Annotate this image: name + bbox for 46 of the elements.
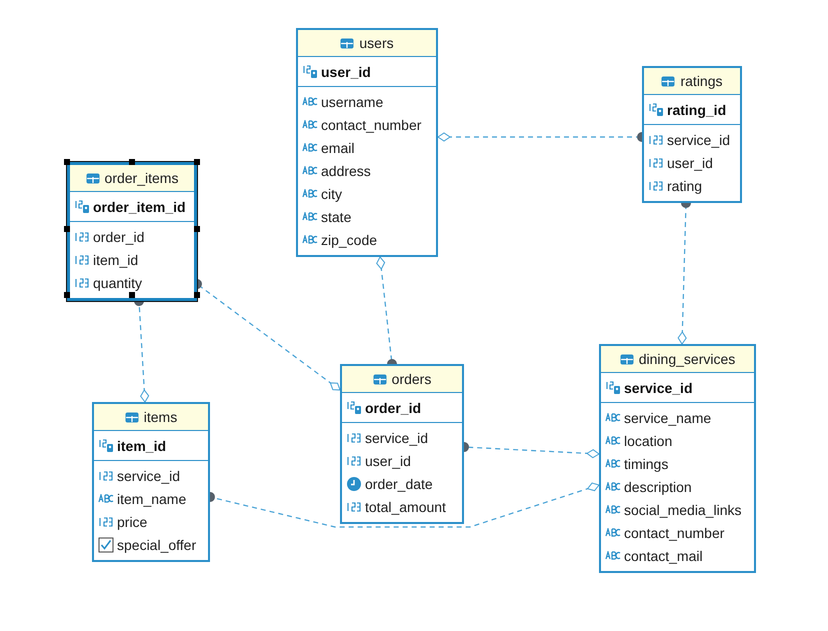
primary-key-column: service_id <box>624 380 692 396</box>
entity-table <box>92 402 210 562</box>
table-name: users <box>359 35 394 51</box>
column-name: email <box>321 140 354 156</box>
column-name: location <box>624 432 672 448</box>
entity-table <box>599 344 756 573</box>
table-name: items <box>144 409 178 425</box>
table-name: dining_services <box>638 351 736 367</box>
column-name: order_id <box>93 228 144 244</box>
column-name: city <box>321 186 342 202</box>
column-name: item_id <box>93 252 138 268</box>
column-name: contact_mail <box>624 548 703 564</box>
column-name: contact_number <box>321 116 422 132</box>
column-name: service_id <box>667 132 730 148</box>
column-name: special_offer <box>117 536 196 552</box>
column-name: timings <box>624 456 668 472</box>
primary-key-column: item_id <box>117 438 166 454</box>
primary-key-column: user_id <box>321 64 371 80</box>
column-name: description <box>624 478 692 494</box>
column-name: username <box>321 94 384 110</box>
column-name: user_id <box>365 452 411 468</box>
column-name: state <box>321 208 352 224</box>
column-name: total_amount <box>365 498 446 514</box>
table-name: order_items <box>104 170 178 186</box>
entity-table <box>67 162 197 301</box>
column-name: quantity <box>93 274 142 290</box>
primary-key-column: order_id <box>365 400 422 416</box>
column-name: service_name <box>624 410 712 426</box>
column-name: rating <box>667 178 702 194</box>
column-name: user_id <box>667 154 713 170</box>
column-name: order_date <box>365 476 433 492</box>
column-name: price <box>117 514 148 530</box>
table-name: ratings <box>680 73 723 89</box>
column-name: address <box>321 162 371 178</box>
column-name: social_media_links <box>624 502 742 518</box>
column-name: service_id <box>365 430 428 446</box>
primary-key-column: order_item_id <box>93 198 186 214</box>
table-name: orders <box>392 371 432 387</box>
entity-table <box>340 364 464 524</box>
entity-table <box>296 28 438 257</box>
column-name: service_id <box>117 468 180 484</box>
primary-key-column: rating_id <box>667 102 726 118</box>
entity-table <box>642 66 742 203</box>
column-name: zip_code <box>321 232 378 248</box>
column-name: contact_number <box>624 524 724 540</box>
column-name: item_name <box>117 490 186 506</box>
